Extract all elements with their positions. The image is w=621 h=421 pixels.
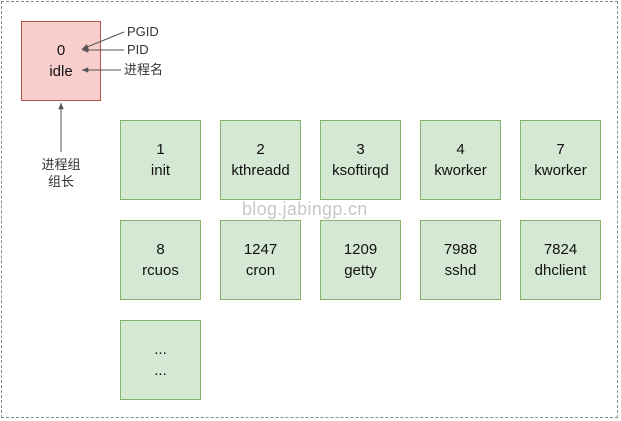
process-name: dhclient <box>534 262 587 279</box>
watermark: blog.jabingp.cn <box>242 199 368 219</box>
process-box: 1 init <box>120 120 201 200</box>
process-box: 7 kworker <box>520 120 601 200</box>
process-box: 3 ksoftirqd <box>320 120 401 200</box>
process-name: kworker <box>434 162 487 179</box>
process-box: 1209 getty <box>320 220 401 300</box>
process-box: 1247 cron <box>220 220 301 300</box>
group-leader-label: 进程组 组长 <box>36 156 86 190</box>
process-pid: ... <box>154 341 167 358</box>
process-pid: 1247 <box>243 241 278 258</box>
process-pid: 2 <box>256 141 265 158</box>
process-pid: 8 <box>156 241 165 258</box>
idle-process-pid: 0 <box>56 42 66 59</box>
process-name: sshd <box>444 262 477 279</box>
pgid-arrow <box>81 31 125 50</box>
idle-process-box: 0 idle <box>21 21 101 101</box>
process-pid: 1 <box>156 141 165 158</box>
process-box: 7824 dhclient <box>520 220 601 300</box>
group-leader-label-line2: 组长 <box>47 174 74 189</box>
process-name: rcuos <box>142 262 179 279</box>
idle-process-name: idle <box>49 63 73 80</box>
process-box: 2 kthreadd <box>220 120 301 200</box>
process-name: ksoftirqd <box>332 162 389 179</box>
process-pid: 3 <box>356 141 365 158</box>
process-box: 8 rcuos <box>120 220 201 300</box>
process-name: ... <box>154 362 167 379</box>
process-name: kworker <box>534 162 587 179</box>
process-pid: 1209 <box>343 241 378 258</box>
process-pid: 7988 <box>443 241 478 258</box>
process-name: cron <box>245 262 276 279</box>
process-pid: 7 <box>556 141 565 158</box>
process-name-label: 进程名 <box>124 62 164 77</box>
process-pid: 4 <box>456 141 465 158</box>
pid-label: PID <box>127 42 149 57</box>
process-box: 4 kworker <box>420 120 501 200</box>
process-box-ellipsis: ... ... <box>120 320 201 400</box>
group-leader-label-line1: 进程组 <box>41 157 81 172</box>
process-name: getty <box>344 262 377 279</box>
pgid-label: PGID <box>127 24 159 39</box>
process-name: init <box>150 162 171 179</box>
process-name: kthreadd <box>231 162 290 179</box>
process-pid: 7824 <box>543 241 578 258</box>
process-box: 7988 sshd <box>420 220 501 300</box>
